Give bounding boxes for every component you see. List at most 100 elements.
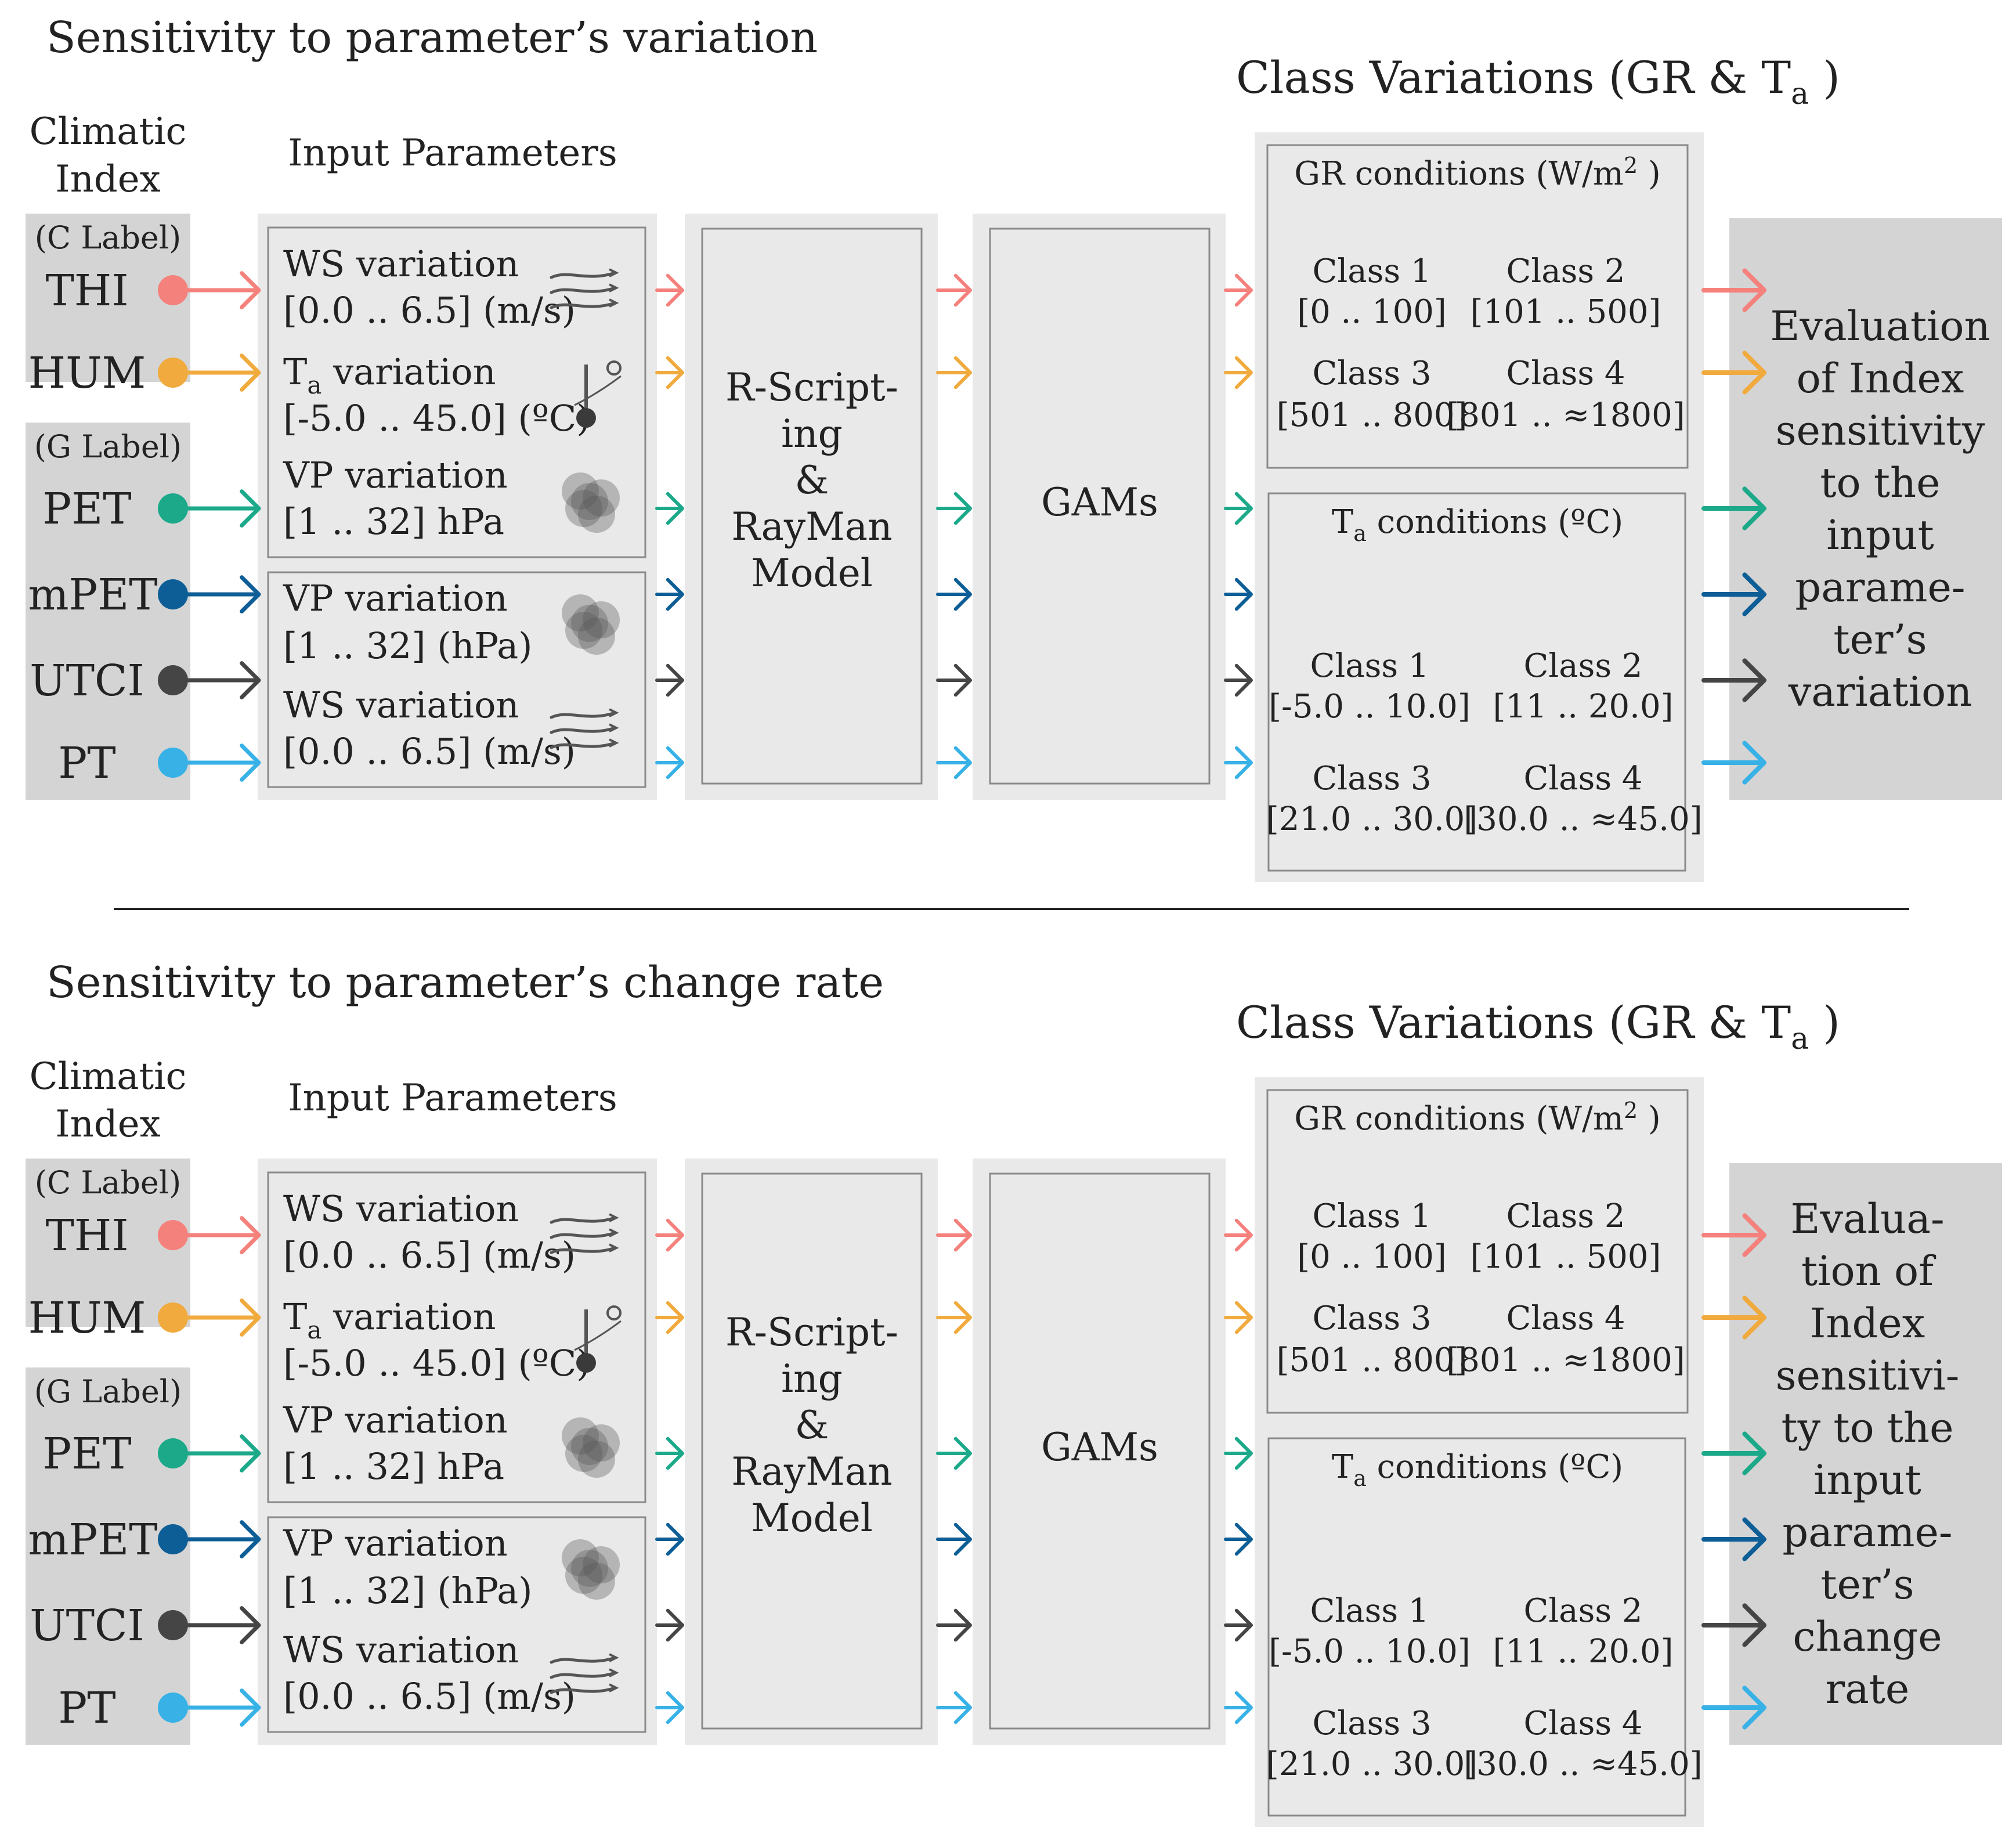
class-variations-label-part: Class Variations (GR & T: [1236, 52, 1791, 103]
section-parameter-variation: Sensitivity to parameter’s variationClim…: [26, 13, 2002, 882]
vapor-bubble: [565, 612, 602, 649]
ta-variation-range: [-5.0 .. 45.0] (ºC): [283, 397, 590, 439]
vapor-bubble: [578, 1441, 615, 1478]
gams-panel: [973, 1159, 1226, 1745]
class-arrow-hum-head: [1742, 351, 1766, 395]
ta-class-name: Class 2: [1523, 647, 1642, 685]
evaluation-line: tion of: [1801, 1247, 1936, 1295]
climatic-index-label: Index: [55, 1103, 160, 1146]
vapor-bubble: [562, 1539, 599, 1576]
rscript-arrow-mpet-head: [953, 578, 972, 611]
gr-conditions-title-part: ): [1638, 1100, 1661, 1138]
vapor-pressure-icon: [562, 1539, 620, 1600]
gr-class-range: [501 .. 800]: [1277, 396, 1468, 434]
section-title: Sensitivity to parameter’s change rate: [46, 958, 884, 1008]
thermometer-bulb: [576, 408, 596, 428]
ta-class-range: [-5.0 .. 10.0]: [1269, 1633, 1471, 1670]
ta-conditions-title: Ta conditions (ºC): [1332, 1448, 1623, 1491]
index-label-pt: PT: [58, 1683, 115, 1733]
vapor-bubble: [565, 490, 602, 527]
ta-conditions-title-part: T: [1332, 1448, 1353, 1486]
ta-class-range: [21.0 .. 30.0]: [1266, 800, 1477, 838]
ta-variation-range: [-5.0 .. 45.0] (ºC): [283, 1342, 590, 1384]
thermometer-icon: [574, 1305, 622, 1373]
gr-class-name: Class 1: [1312, 252, 1431, 290]
evaluation-line: sensitivity: [1776, 407, 1985, 454]
vapor-bubble: [562, 472, 599, 510]
wind-stroke: [550, 711, 617, 719]
evaluation-line: Evalua-: [1790, 1195, 1944, 1243]
gams-arrow-thi-head: [1234, 1218, 1253, 1252]
index-label-utci: UTCI: [30, 656, 144, 706]
index-label-pet: PET: [42, 484, 131, 534]
param-arrow-pet-head: [666, 492, 684, 525]
ta-class-range: [11 .. 20.0]: [1493, 688, 1674, 726]
class-variations-label-part: ): [1809, 52, 1840, 103]
evaluation-line: ter’s: [1820, 1561, 1914, 1608]
param-arrow-thi-head: [666, 1218, 684, 1252]
gams-arrow-pet-head: [1234, 492, 1253, 525]
index-dot-hum: [158, 1302, 188, 1333]
vp-variation-range: [1 .. 32] hPa: [283, 1445, 504, 1488]
rscript-arrow-pt-head: [953, 1691, 972, 1724]
class-arrow-utci-head: [1742, 658, 1766, 702]
index-label-thi: THI: [45, 1211, 128, 1261]
gr-conditions-title: GR conditions (W/m2 ): [1294, 1098, 1661, 1138]
param-arrow-pt-head: [666, 1691, 684, 1724]
gams-panel: [973, 214, 1226, 800]
gr-conditions-box: [1266, 1089, 1689, 1414]
rscript-arrow-thi-head: [953, 1218, 972, 1252]
vp-variation-title: VP variation: [283, 454, 508, 496]
ta-class-name: Class 4: [1523, 760, 1642, 797]
ws-variation-range: [0.0 .. 6.5] (m/s): [283, 730, 576, 773]
gr-class-range: [801 .. ≈1800]: [1446, 396, 1685, 434]
class-arrow-pt-head: [1742, 741, 1766, 785]
vp-variation-title: VP variation: [283, 577, 508, 619]
index-dot-pet: [158, 1438, 188, 1468]
evaluation-panel: [1729, 218, 2002, 800]
thermometer-accent: [574, 1320, 622, 1351]
param-arrow-mpet-head: [666, 1522, 684, 1556]
rscript-arrow-mpet-head: [953, 1522, 972, 1556]
rscript-arrow-hum-head: [953, 1301, 972, 1334]
index-arrow-pt-head: [240, 1688, 261, 1727]
ws-variation-title: WS variation: [283, 1188, 519, 1230]
index-label-hum: HUM: [28, 1293, 146, 1343]
wind-icon: [550, 708, 619, 749]
wind-stroke: [550, 1686, 617, 1694]
index-label-pt: PT: [58, 738, 115, 788]
ta-class-name: Class 4: [1523, 1705, 1642, 1742]
index-label-pet: PET: [42, 1429, 131, 1479]
index-arrow-hum-head: [240, 353, 261, 392]
evaluation-line: rate: [1826, 1665, 1910, 1713]
index-arrow-utci-head: [240, 661, 261, 699]
input-box-extra-group: [267, 571, 646, 788]
index-dot-utci: [158, 1610, 188, 1640]
gams-arrow-mpet-head: [1234, 578, 1253, 611]
input-parameters-label: Input Parameters: [288, 132, 617, 175]
input-parameters-panel: [258, 1159, 657, 1745]
index-arrow-pet-head: [240, 1434, 261, 1473]
evaluation-line: Index: [1810, 1300, 1925, 1347]
vapor-bubble: [583, 601, 620, 638]
vapor-bubble: [583, 1546, 620, 1583]
vapor-bubble: [562, 594, 599, 631]
ta-class-name: Class 3: [1312, 1705, 1431, 1742]
gams-arrow-pet-head: [1234, 1437, 1253, 1470]
ta-variation-title-part: variation: [321, 351, 496, 393]
rscript-line: R-Script-: [725, 365, 898, 410]
index-arrow-hum-head: [240, 1298, 261, 1337]
rscript-arrow-pet-head: [953, 1437, 972, 1470]
wind-stroke: [550, 1216, 617, 1224]
class-arrow-pet-head: [1742, 1431, 1766, 1475]
ta-conditions-title-part: conditions (ºC): [1367, 503, 1623, 541]
vapor-bubble: [562, 1417, 599, 1455]
rscript-line: &: [795, 1403, 829, 1448]
evaluation-line: variation: [1788, 668, 1972, 716]
index-dot-mpet: [158, 1524, 188, 1554]
section-title: Sensitivity to parameter’s variation: [46, 13, 818, 63]
wind-stroke: [550, 1671, 617, 1679]
vapor-pressure-icon: [562, 1417, 620, 1478]
wind-head: [609, 708, 619, 717]
vapor-bubble: [565, 1435, 602, 1472]
